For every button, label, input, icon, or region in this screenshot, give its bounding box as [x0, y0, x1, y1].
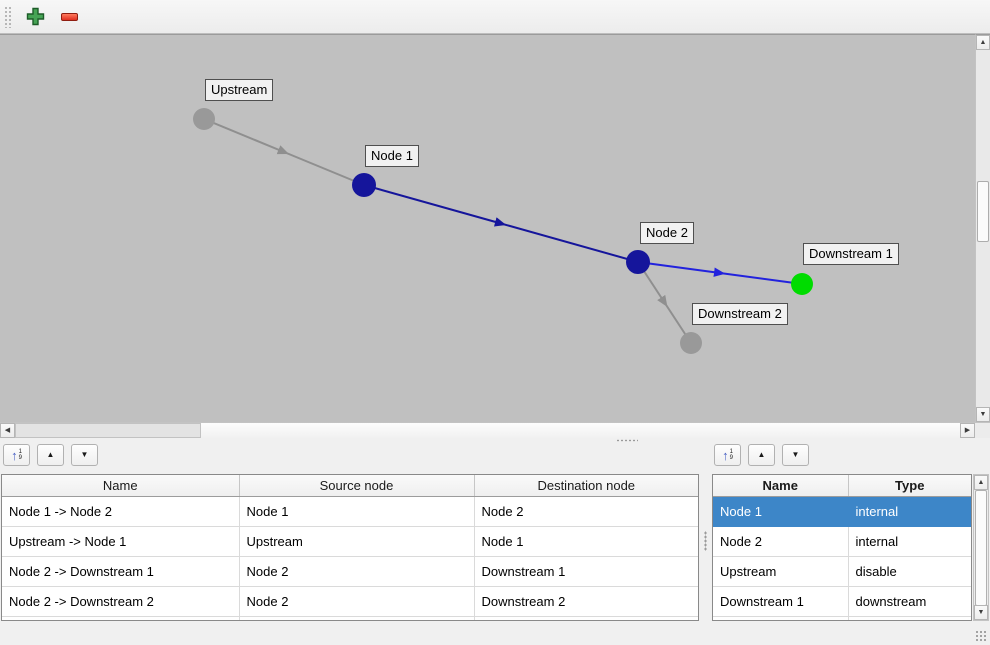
column-header[interactable]: Type — [848, 475, 971, 497]
table-cell[interactable]: Downstream 1 — [713, 586, 849, 617]
scroll-down-icon[interactable]: ▼ — [976, 407, 990, 422]
table-cell[interactable]: Node 2 -> Downstream 1 — [2, 556, 240, 587]
column-header[interactable]: Source node — [239, 475, 475, 497]
table-cell[interactable]: Node 1 — [713, 496, 849, 527]
horizontal-splitter[interactable] — [0, 438, 990, 443]
empty-row — [2, 616, 698, 620]
up-arrow-icon: ▲ — [757, 450, 766, 459]
column-header[interactable]: Name — [2, 475, 240, 497]
edges-move-up-button[interactable]: ▲ — [37, 444, 64, 466]
horizontal-scrollbar-thumb[interactable] — [15, 423, 201, 438]
edges-move-down-button[interactable]: ▼ — [71, 444, 98, 466]
table-cell[interactable]: Node 2 — [713, 526, 849, 557]
add-node-button[interactable] — [20, 3, 50, 31]
scroll-right-icon[interactable]: ▶ — [960, 423, 975, 438]
table-cell[interactable]: Node 2 — [239, 556, 475, 587]
canvas-horizontal-scrollbar[interactable]: ◀ ▶ — [0, 422, 975, 438]
empty-row — [713, 616, 971, 620]
vertical-splitter[interactable] — [701, 531, 710, 553]
scrollbar-corner — [975, 422, 990, 438]
down-arrow-icon: ▼ — [791, 450, 800, 459]
top-toolbar — [0, 0, 990, 34]
table-cell[interactable]: Node 1 -> Node 2 — [2, 496, 240, 527]
table-cell[interactable]: disable — [848, 556, 971, 587]
remove-icon — [60, 12, 78, 21]
up-arrow-icon: ▲ — [46, 450, 55, 459]
node-downstream1[interactable] — [791, 273, 813, 295]
down-arrow-icon: ▼ — [80, 450, 89, 459]
node-node1[interactable] — [352, 173, 376, 197]
graph-svg — [193, 108, 813, 354]
add-icon — [26, 7, 44, 26]
node-label-downstream1[interactable]: Downstream 1 — [803, 243, 899, 265]
scroll-up-icon[interactable]: ▲ — [976, 35, 990, 50]
table-cell[interactable]: internal — [848, 526, 971, 557]
node-label-node2[interactable]: Node 2 — [640, 222, 694, 244]
column-header[interactable]: Destination node — [474, 475, 698, 497]
column-header[interactable]: Name — [713, 475, 849, 497]
node-label-node1[interactable]: Node 1 — [365, 145, 419, 167]
table-cell[interactable]: Downstream 2 — [474, 586, 698, 617]
node-node2[interactable] — [626, 250, 650, 274]
canvas-vertical-scrollbar[interactable]: ▲ ▼ — [975, 34, 990, 422]
edge-node2-downstream1[interactable] — [637, 261, 803, 285]
table-cell[interactable]: internal — [848, 496, 971, 527]
scroll-down-icon[interactable]: ▼ — [974, 605, 988, 620]
scroll-left-icon[interactable]: ◀ — [0, 423, 15, 438]
table-cell[interactable]: Node 1 — [474, 526, 698, 557]
toolbar-drag-handle[interactable] — [4, 5, 12, 28]
window-resize-grip[interactable] — [975, 630, 987, 642]
edge-node1-node2[interactable] — [363, 184, 639, 263]
edge-node2-downstream2[interactable] — [637, 261, 692, 344]
node-label-downstream2[interactable]: Downstream 2 — [692, 303, 788, 325]
table-cell[interactable]: Downstream 1 — [474, 556, 698, 587]
table-cell[interactable]: Upstream -> Node 1 — [2, 526, 240, 557]
node-label-upstream[interactable]: Upstream — [205, 79, 274, 101]
table-cell[interactable]: Node 2 -> Downstream 2 — [2, 586, 240, 617]
splitter-handle-icon — [704, 531, 707, 551]
nodes-move-down-button[interactable]: ▼ — [782, 444, 809, 466]
table-cell[interactable]: Upstream — [713, 556, 849, 587]
splitter-handle-icon — [616, 439, 638, 442]
table-cell[interactable]: Node 1 — [239, 496, 475, 527]
nodes-move-up-button[interactable]: ▲ — [748, 444, 775, 466]
table-cell[interactable]: Upstream — [239, 526, 475, 557]
scroll-up-icon[interactable]: ▲ — [974, 475, 988, 490]
table-cell[interactable]: Node 2 — [474, 496, 698, 527]
nodes-scrollbar-thumb[interactable] — [975, 490, 987, 606]
edge-upstream-node1[interactable] — [203, 118, 365, 186]
node-downstream2[interactable] — [680, 332, 702, 354]
table-cell[interactable]: Node 2 — [239, 586, 475, 617]
nodes-table-scrollbar[interactable]: ▲ ▼ — [973, 474, 989, 621]
vertical-scrollbar-thumb[interactable] — [977, 181, 989, 242]
remove-node-button[interactable] — [54, 3, 84, 31]
table-cell[interactable]: downstream — [848, 586, 971, 617]
node-upstream[interactable] — [193, 108, 215, 130]
